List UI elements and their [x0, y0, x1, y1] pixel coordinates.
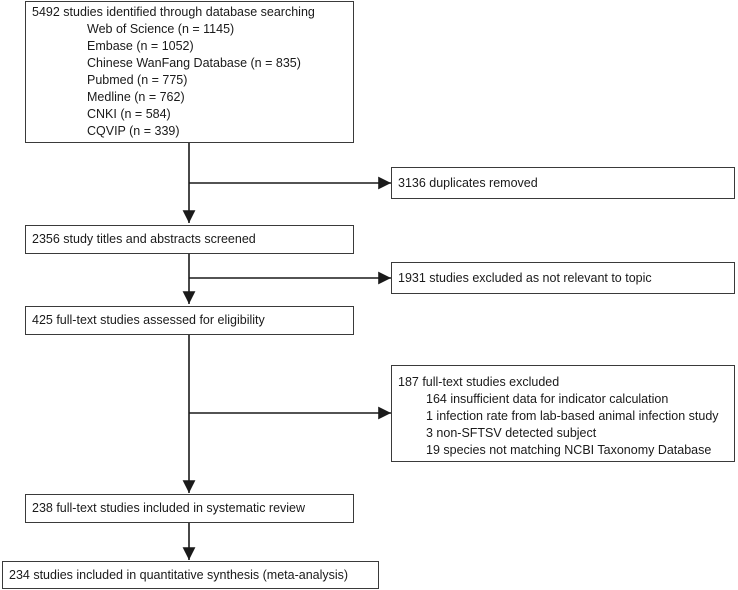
assessed-box: 425 full-text studies assessed for eligi… [25, 306, 354, 335]
screened-text: 2356 study titles and abstracts screened [32, 232, 256, 246]
source-item: CNKI (n = 584) [87, 107, 171, 121]
excluded-topic-text: 1931 studies excluded as not relevant to… [398, 271, 652, 285]
assessed-text: 425 full-text studies assessed for eligi… [32, 313, 265, 327]
duplicates-text: 3136 duplicates removed [398, 176, 538, 190]
exclusion-reason: 164 insufficient data for indicator calc… [426, 392, 669, 406]
excluded-fulltext-title: 187 full-text studies excluded [398, 375, 560, 389]
excluded-fulltext-box: 187 full-text studies excluded 164 insuf… [391, 365, 735, 462]
included-meta-text: 234 studies included in quantitative syn… [9, 568, 349, 582]
excluded-topic-box: 1931 studies excluded as not relevant to… [391, 262, 735, 294]
source-item: Chinese WanFang Database (n = 835) [87, 56, 301, 70]
duplicates-box: 3136 duplicates removed [391, 167, 735, 199]
included-meta-box: 234 studies included in quantitative syn… [2, 561, 379, 589]
included-review-box: 238 full-text studies included in system… [25, 494, 354, 523]
source-item: Embase (n = 1052) [87, 39, 194, 53]
identified-title: 5492 studies identified through database… [32, 5, 315, 19]
screened-box: 2356 study titles and abstracts screened [25, 225, 354, 254]
included-review-text: 238 full-text studies included in system… [32, 501, 306, 515]
exclusion-reason: 3 non-SFTSV detected subject [426, 426, 597, 440]
identified-box: 5492 studies identified through database… [25, 1, 354, 143]
source-item: Medline (n = 762) [87, 90, 185, 104]
source-item: CQVIP (n = 339) [87, 124, 180, 138]
exclusion-reason: 19 species not matching NCBI Taxonomy Da… [426, 443, 712, 457]
exclusion-reason: 1 infection rate from lab-based animal i… [426, 409, 719, 423]
source-item: Web of Science (n = 1145) [87, 22, 235, 36]
source-item: Pubmed (n = 775) [87, 73, 188, 87]
